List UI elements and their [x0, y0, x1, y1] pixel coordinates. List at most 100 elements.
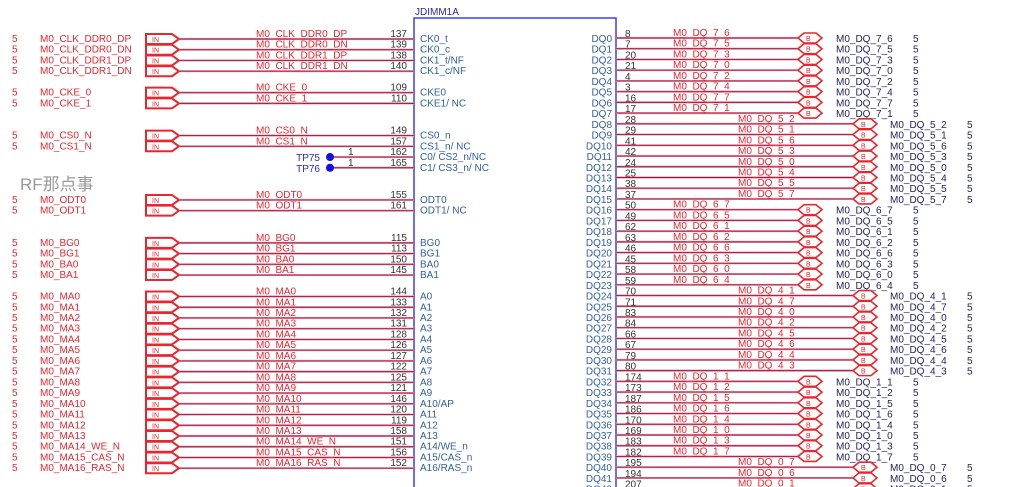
- testpoint-dot[interactable]: [326, 153, 334, 162]
- in-port-icon[interactable]: [145, 430, 181, 443]
- in-port-icon[interactable]: [145, 65, 181, 78]
- in-port-icon[interactable]: [145, 140, 181, 153]
- in-port-icon[interactable]: [145, 97, 181, 110]
- in-port-icon[interactable]: [145, 193, 181, 206]
- in-port-icon[interactable]: [145, 451, 181, 464]
- in-port-icon[interactable]: [145, 376, 181, 389]
- in-port-icon[interactable]: [145, 33, 181, 45]
- in-port-icon[interactable]: [145, 86, 181, 99]
- in-port-icon[interactable]: [145, 408, 181, 421]
- in-port-icon[interactable]: [145, 301, 181, 314]
- in-port-icon[interactable]: [145, 419, 181, 432]
- in-port-icon[interactable]: [145, 204, 181, 217]
- bidir-port-icon[interactable]: [851, 193, 879, 205]
- bidir-port-icon[interactable]: [796, 107, 824, 119]
- in-port-icon[interactable]: [145, 129, 181, 142]
- bidir-port-icon[interactable]: [796, 278, 824, 291]
- in-port-icon[interactable]: [145, 258, 181, 271]
- in-port-icon[interactable]: [145, 387, 181, 400]
- bidir-port-icon[interactable]: [796, 450, 824, 463]
- testpoint-dot[interactable]: [326, 163, 334, 172]
- bidir-port-icon[interactable]: [853, 482, 877, 487]
- in-port-icon[interactable]: [145, 397, 181, 410]
- in-port-icon[interactable]: [145, 236, 181, 249]
- in-port-icon[interactable]: [145, 290, 181, 303]
- in-port-icon[interactable]: [145, 354, 181, 367]
- bidir-port-icon[interactable]: [851, 364, 879, 377]
- in-port-icon[interactable]: [145, 462, 181, 475]
- in-port-icon[interactable]: [145, 43, 181, 56]
- in-port-icon[interactable]: [145, 322, 181, 335]
- in-port-icon[interactable]: [145, 54, 181, 67]
- in-port-icon[interactable]: [145, 247, 181, 260]
- in-port-icon[interactable]: [145, 440, 181, 453]
- in-port-icon[interactable]: [145, 344, 181, 357]
- in-port-icon[interactable]: [145, 333, 181, 346]
- in-port-icon[interactable]: [145, 365, 181, 378]
- in-port-icon[interactable]: [145, 311, 181, 324]
